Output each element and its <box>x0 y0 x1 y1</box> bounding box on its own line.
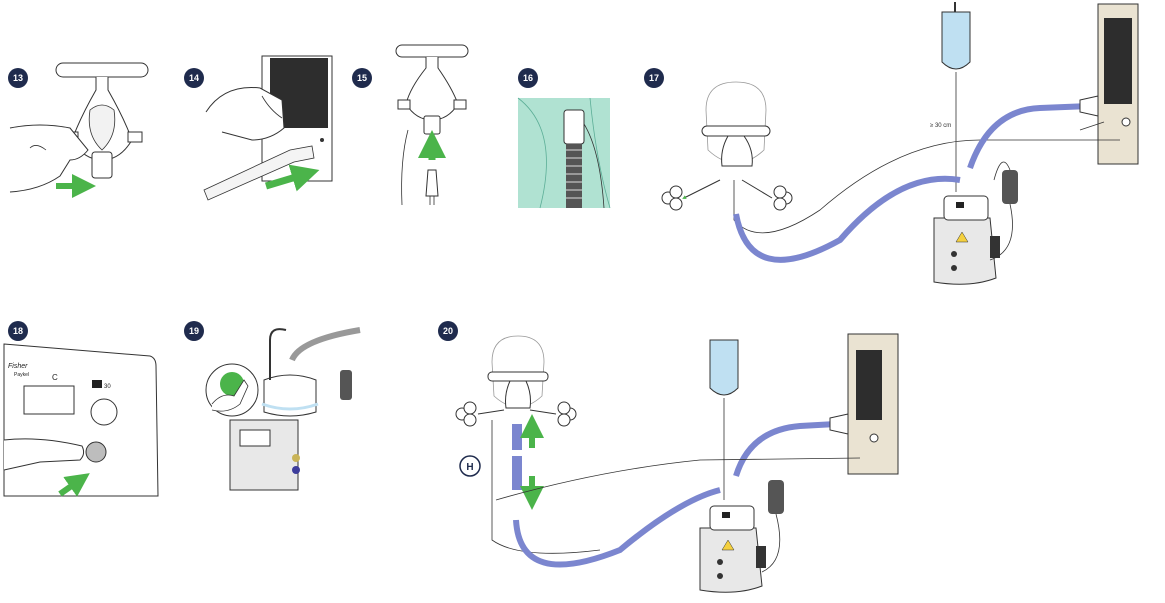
wall-screen <box>1104 18 1132 104</box>
connector-tube <box>425 169 439 197</box>
water-bag-icon <box>709 339 739 396</box>
push-arrow <box>264 164 320 192</box>
tube-connector <box>203 145 315 201</box>
wall-outlet <box>869 433 879 443</box>
wall-connector <box>1079 95 1099 117</box>
step-badge-17: 17 <box>644 68 664 88</box>
oxygen-tube <box>733 421 837 477</box>
step-badge-14: 14 <box>184 68 204 88</box>
humidifier-chamber <box>263 374 317 417</box>
power-button[interactable] <box>85 441 107 463</box>
gas-line <box>495 457 861 501</box>
brand-logo-line2: Paykel <box>14 372 29 378</box>
headgear-strap <box>395 44 469 58</box>
step-badge-13: 13 <box>8 68 28 88</box>
mask-elbow <box>91 151 113 179</box>
sensor-cable-module <box>1002 170 1018 204</box>
wall-screen <box>856 350 882 420</box>
mask-frame <box>405 57 459 121</box>
tube-segment-lower <box>512 456 522 490</box>
device-display <box>23 385 75 415</box>
mode-button[interactable] <box>90 398 118 426</box>
mask-frame <box>721 135 753 167</box>
height-note: ≥ 30 cm <box>930 123 951 129</box>
hand-icon <box>9 124 89 193</box>
press-arrow <box>58 473 90 497</box>
panel-17: ≥ 30 cm <box>661 2 1139 285</box>
exhaust-cloud-left <box>455 401 505 427</box>
mask-clip-right <box>127 131 143 143</box>
warning-icon <box>721 539 735 551</box>
panel-19 <box>205 327 361 491</box>
corrugated-tube <box>289 327 361 362</box>
brand-logo-line1: Fisher <box>8 363 28 370</box>
water-bag-icon <box>941 11 971 70</box>
humidifier-device <box>699 527 763 593</box>
h-marker-circle <box>459 455 481 477</box>
step-badge-16: 16 <box>518 68 538 88</box>
exhaust-cloud-left <box>661 179 721 211</box>
inspiratory-tube <box>733 175 961 263</box>
mask-elbow <box>423 115 441 135</box>
hand-icon <box>205 87 285 141</box>
tube-segment-upper <box>512 424 522 450</box>
step-badge-20: 20 <box>438 321 458 341</box>
mode-tag-value: 30 <box>104 384 111 390</box>
mode-tag <box>92 380 102 388</box>
iv-pole <box>954 2 956 12</box>
mask-frame <box>505 380 531 409</box>
finger-icon <box>211 379 249 412</box>
h-marker: H <box>466 462 473 473</box>
panel-20: H <box>455 333 899 593</box>
exhaust-cloud-right <box>741 179 793 211</box>
exhaust-cloud-right <box>529 401 577 427</box>
step-badge-19: 19 <box>184 321 204 341</box>
step-badge-15: 15 <box>352 68 372 88</box>
inspiratory-tube <box>513 487 721 568</box>
panel-13 <box>9 62 149 198</box>
panel-15 <box>395 44 469 206</box>
humidifier-device <box>933 217 997 285</box>
panel-letter: C <box>52 373 58 382</box>
gas-line <box>733 139 1120 234</box>
headgear-strap <box>55 62 149 78</box>
warning-icon <box>955 231 969 243</box>
corrugated-tube <box>566 144 582 208</box>
panel-14 <box>203 55 333 201</box>
finger-icon <box>3 438 85 471</box>
sensor-cable-module <box>768 480 784 514</box>
wall-outlet <box>1121 117 1131 127</box>
tube-clip <box>563 109 585 145</box>
wall-connector <box>829 413 849 435</box>
oxygen-tube <box>967 103 1091 169</box>
step-badge-18: 18 <box>8 321 28 341</box>
panel-18: Fisher Paykel C 30 <box>3 343 159 497</box>
panel-16 <box>517 97 611 209</box>
